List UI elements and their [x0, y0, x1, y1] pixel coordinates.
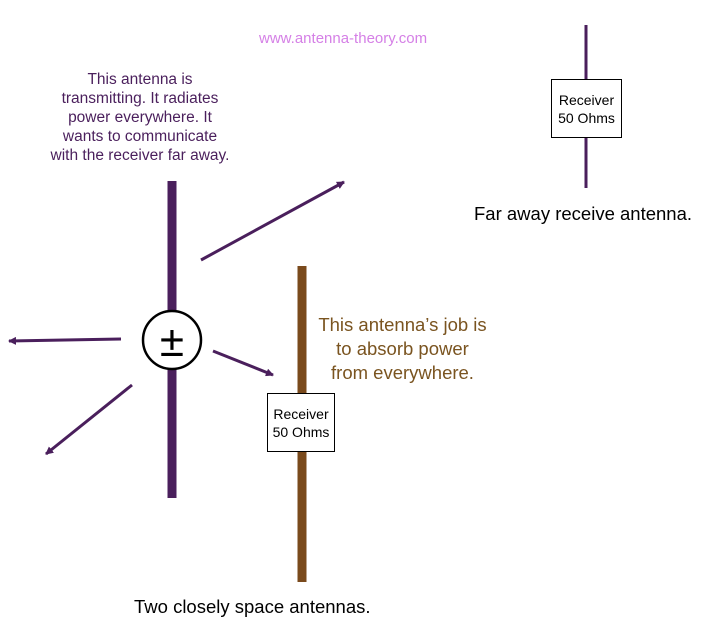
description-line: with the receiver far away.	[50, 147, 230, 164]
radiation-arrow-down-left	[45, 383, 133, 456]
receiver-label-line: Receiver	[273, 405, 329, 422]
description-line: power everywhere. It	[68, 109, 212, 126]
description-line: from everywhere.	[331, 362, 474, 383]
far-antenna-caption: Far away receive antenna.	[474, 203, 693, 224]
transmit-antenna-description: This antenna is transmitting. It radiate…	[30, 70, 250, 165]
watermark-url: www.antenna-theory.com	[259, 30, 428, 47]
description-line: transmitting. It radiates	[61, 90, 219, 107]
description-line: This antenna is	[87, 71, 193, 88]
near-antennas-caption: Two closely space antennas.	[134, 596, 371, 617]
receiver-label-line: Receiver	[558, 91, 615, 108]
receiver-label-line: 50 Ohms	[272, 423, 330, 440]
far-receiver-box: Receiver 50 Ohms	[551, 79, 622, 138]
description-line: This antenna’s job is	[318, 314, 487, 335]
radiation-arrow-left	[8, 336, 122, 345]
voltage-source-symbol: ±	[160, 317, 184, 366]
near-receiver-box: Receiver 50 Ohms	[267, 393, 335, 452]
voltage-source-circle	[141, 309, 203, 371]
description-line: to absorb power	[336, 338, 469, 359]
radiation-arrow-up-right	[200, 180, 345, 262]
receiver-label-line: 50 Ohms	[558, 109, 615, 126]
description-line: wants to communicate	[62, 128, 218, 145]
radiation-arrow-to-near-antenna	[212, 349, 274, 377]
near-antenna-description: This antenna’s job is to absorb power fr…	[305, 313, 500, 385]
